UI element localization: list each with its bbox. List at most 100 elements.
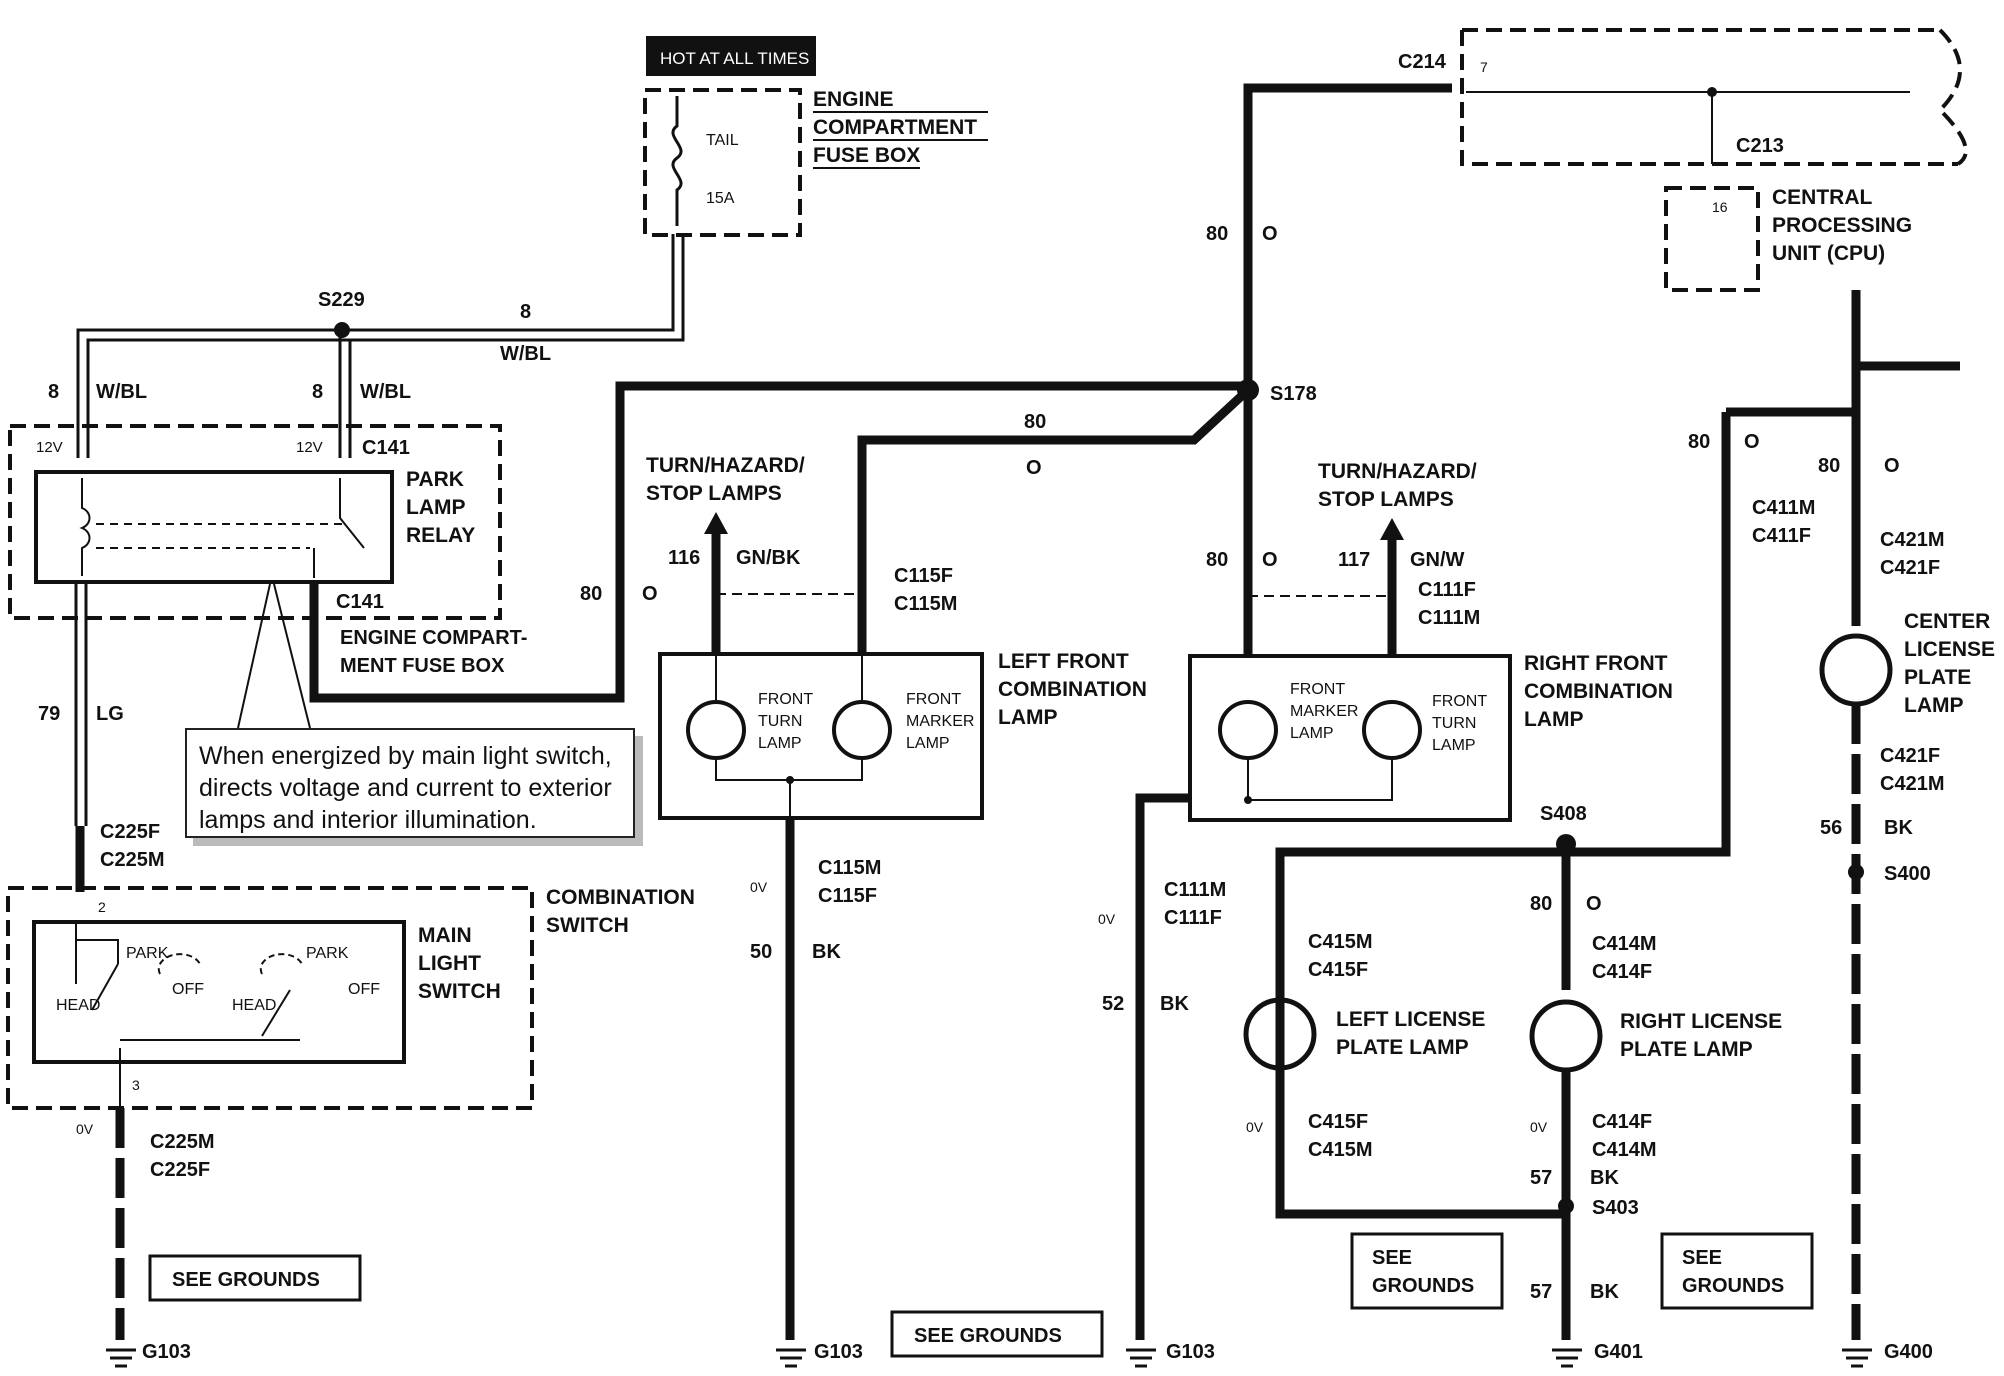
zero-v-1: 0V — [76, 1121, 94, 1137]
cpu-label-1: CENTRAL — [1772, 186, 1872, 209]
right-front-marker-bulb — [1218, 700, 1278, 760]
w50: 50 — [750, 941, 772, 963]
s229-label: S229 — [318, 289, 365, 311]
fuse-box-title-1: ENGINE — [813, 88, 894, 111]
c415f-top: C415F — [1308, 959, 1368, 981]
left-license-2: PLATE LAMP — [1336, 1036, 1469, 1059]
bk-56: BK — [1884, 817, 1913, 839]
park-1: PARK — [126, 945, 169, 962]
zero-v-3: 0V — [1098, 911, 1116, 927]
wbl-top: W/BL — [500, 343, 551, 365]
w57-top: 57 — [1530, 1167, 1552, 1189]
head-1: HEAD — [56, 997, 100, 1014]
wire-52-bk — [1135, 793, 1190, 1340]
g103-3: G103 — [1166, 1341, 1215, 1363]
lf-turn-3: LAMP — [758, 735, 802, 752]
rf-turn-2: TURN — [1432, 715, 1476, 732]
c421m-bottom: C421M — [1880, 773, 1944, 795]
w56: 56 — [1820, 817, 1842, 839]
pin3: 3 — [132, 1077, 140, 1093]
c115f-top: C115F — [894, 565, 953, 587]
see-grounds-1: SEE GROUNDS — [172, 1269, 320, 1291]
fuse-box-title-3: FUSE BOX — [813, 144, 920, 167]
g400: G400 — [1884, 1341, 1933, 1363]
c415f-bottom: C415F — [1308, 1111, 1368, 1133]
wire-wbl-2 — [338, 330, 352, 458]
lf-turn-2: TURN — [758, 713, 802, 730]
c415m-bottom: C415M — [1308, 1139, 1372, 1161]
left-front-combination-lamp — [658, 652, 984, 820]
center-license-bulb — [1819, 633, 1893, 707]
gnw: GN/W — [1410, 549, 1465, 571]
g401: G401 — [1594, 1341, 1643, 1363]
rf-title-3: LAMP — [1524, 708, 1584, 731]
w8-left: 8 — [48, 381, 59, 403]
lf-title-1: LEFT FRONT — [998, 650, 1129, 673]
bk-50: BK — [812, 941, 841, 963]
c214-pin: 7 — [1480, 59, 1488, 75]
w80-relay: 80 — [580, 583, 602, 605]
w80-lf: 80 — [1024, 411, 1046, 433]
wire-80-up — [1243, 83, 1452, 386]
left-license-1: LEFT LICENSE — [1336, 1008, 1485, 1031]
center-license-2: LICENSE — [1904, 638, 1995, 661]
combo-title-1: COMBINATION — [546, 886, 695, 909]
relay-callout-note: When energized by main light switch, dir… — [185, 728, 635, 838]
off-2: OFF — [348, 981, 380, 998]
w8-right: 8 — [312, 381, 323, 403]
c115m-top: C115M — [894, 593, 957, 615]
splice-s403 — [1558, 1198, 1574, 1214]
rf-marker-1: FRONT — [1290, 681, 1345, 698]
bk-57-bottom: BK — [1590, 1281, 1619, 1303]
w80-rf: 80 — [1206, 549, 1228, 571]
tail-fuse — [671, 96, 683, 226]
c421m-top: C421M — [1880, 529, 1944, 551]
lg: LG — [96, 703, 124, 725]
c414m-bottom: C414M — [1592, 1139, 1656, 1161]
see-grounds-box-3[interactable] — [1350, 1232, 1504, 1310]
c225m-bottom: C225M — [150, 1131, 214, 1153]
see-grounds-box-1[interactable] — [148, 1254, 362, 1302]
c213-pin: 16 — [1712, 199, 1728, 215]
rf-title-1: RIGHT FRONT — [1524, 652, 1668, 675]
c414m-top: C414M — [1592, 933, 1656, 955]
lf-marker-3: LAMP — [906, 735, 950, 752]
w8-top: 8 — [520, 301, 531, 323]
lf-marker-1: FRONT — [906, 691, 961, 708]
c111m-top: C111M — [1418, 607, 1480, 629]
cpu-outline — [1664, 186, 1760, 292]
w80-up: 80 — [1206, 223, 1228, 245]
engine-fuse-box-label-2: MENT FUSE BOX — [340, 655, 505, 677]
head-2: HEAD — [232, 997, 276, 1014]
bk-57-top: BK — [1590, 1167, 1619, 1189]
o-s408: O — [1744, 431, 1760, 453]
s408-label: S408 — [1540, 803, 1587, 825]
turn-stop-right-1: TURN/HAZARD/ — [1318, 460, 1477, 483]
s178-label: S178 — [1270, 383, 1317, 405]
lf-title-2: COMBINATION — [998, 678, 1147, 701]
wire-80-license — [1275, 412, 1731, 1219]
rf-marker-2: MARKER — [1290, 703, 1358, 720]
see-4: SEE — [1682, 1247, 1722, 1269]
see-grounds-box-4[interactable] — [1660, 1232, 1814, 1310]
turn-stop-right-2: STOP LAMPS — [1318, 488, 1454, 511]
left-license-bulb — [1243, 997, 1317, 1071]
cpu-label-3: UNIT (CPU) — [1772, 242, 1885, 265]
cpu-label-2: PROCESSING — [1772, 214, 1912, 237]
park-lamp-relay — [34, 470, 394, 584]
zero-v-4: 0V — [1246, 1119, 1264, 1135]
relay-title-2: LAMP — [406, 496, 466, 519]
splice-s400 — [1848, 864, 1864, 880]
main-light-switch — [32, 920, 406, 1064]
see-grounds-box-2[interactable] — [890, 1310, 1104, 1358]
w80-cl: 80 — [1818, 455, 1840, 477]
left-front-turn-bulb — [686, 700, 746, 760]
c421f-top: C421F — [1880, 557, 1940, 579]
w80-rl: 80 — [1530, 893, 1552, 915]
bk-52: BK — [1160, 993, 1189, 1015]
c414f-top: C414F — [1592, 961, 1652, 983]
o-up: O — [1262, 223, 1278, 245]
c225f-bottom: C225F — [150, 1159, 210, 1181]
relay-connector-top: C141 — [362, 437, 410, 459]
turn-stop-left-1: TURN/HAZARD/ — [646, 454, 805, 477]
